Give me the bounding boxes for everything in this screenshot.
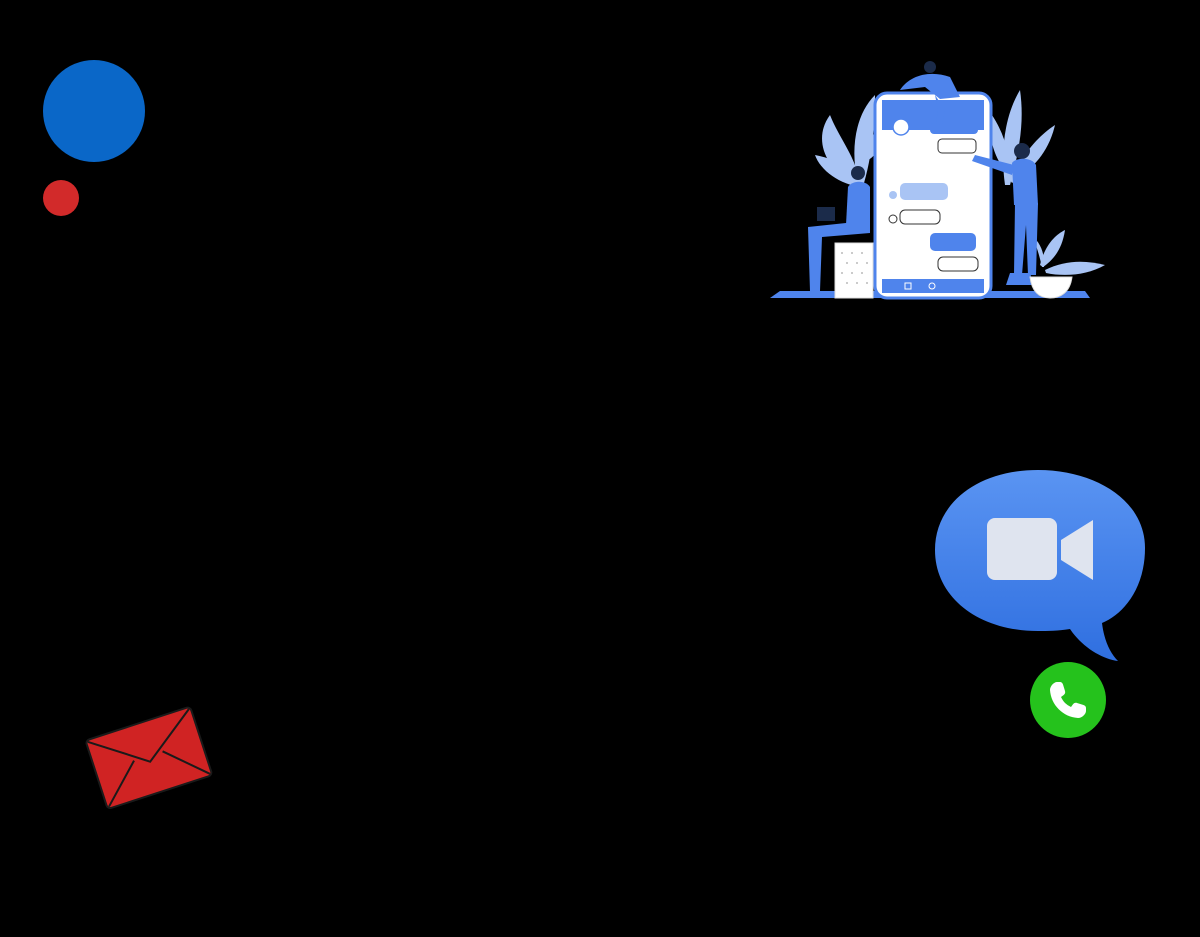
video-call-bubble-icon <box>935 470 1145 661</box>
camera-body <box>987 518 1057 580</box>
red-circle-icon <box>43 180 79 216</box>
blue-circle-icon <box>43 60 145 162</box>
chat-illustration <box>770 61 1105 300</box>
phone-call-icon <box>1030 662 1106 738</box>
camera-lens <box>1061 520 1093 580</box>
envelope-icon <box>85 706 213 810</box>
